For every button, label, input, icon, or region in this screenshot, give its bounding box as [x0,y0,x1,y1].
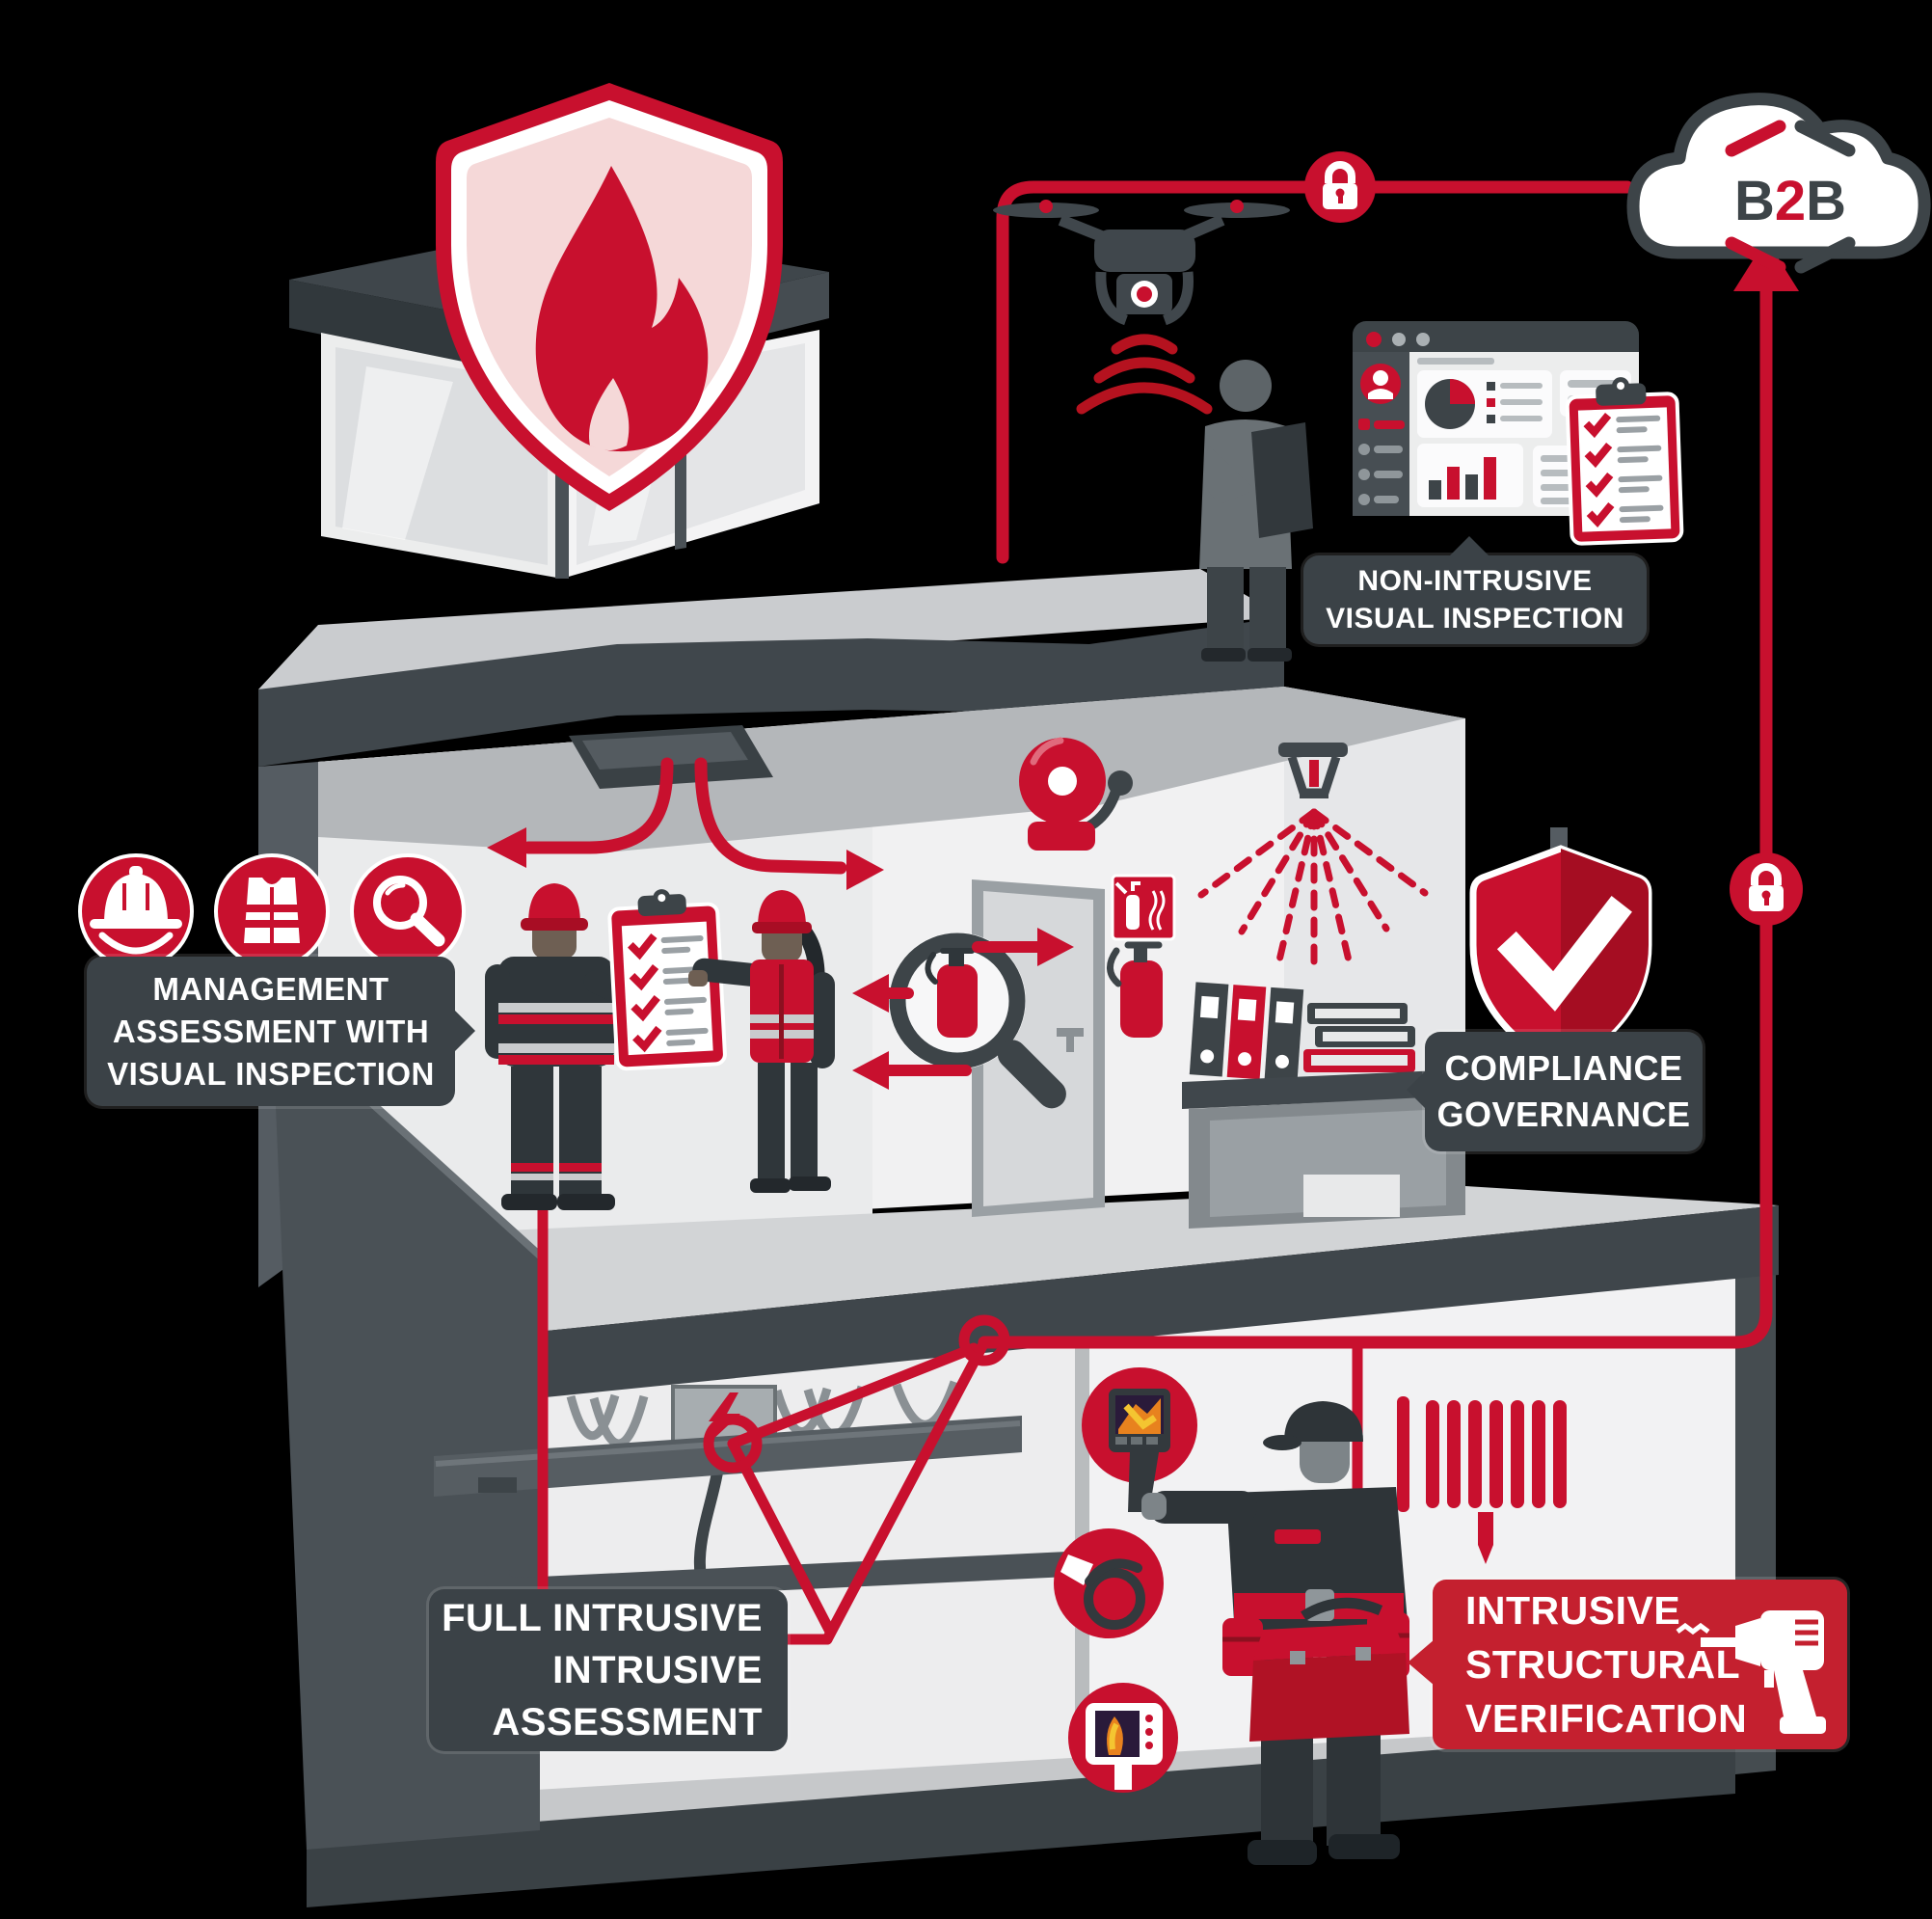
label-line: GOVERNANCE [1436,1095,1691,1134]
label-pointer-left [1407,1070,1426,1109]
label-line: STRUCTURAL [1465,1642,1741,1687]
inspector-with-tablet [1199,360,1313,662]
right-arrowhead [1037,928,1074,966]
report-clipboard-icon [1565,377,1684,546]
vest-worker [688,890,835,1193]
b2b-cloud: B2B [1626,93,1931,274]
left-arrowhead [852,1051,889,1090]
thermal-camera-badge [1082,1367,1197,1512]
full-intrusive-assessment-label: FULL INTRUSIVE INTRUSIVE ASSESSMENT [429,1589,788,1751]
label-pointer-right [454,1010,475,1052]
compliance-shield-icon [1469,827,1652,1072]
ppe-icons [78,853,466,969]
management-assessment-label: MANAGEMENT ASSESSMENT WITH VISUAL INSPEC… [87,957,475,1106]
borescope-badge [1054,1528,1164,1638]
b2b-logo-text: B2B [1734,170,1846,232]
inspection-magnifier-icon [889,932,1066,1109]
fire-shield-icon [436,83,783,511]
label-line: VERIFICATION [1465,1696,1748,1741]
extinguisher-sign-icon [1111,874,1176,941]
right-arrowhead [846,850,884,890]
label-pointer-up [1448,536,1490,557]
book-stack [1303,1003,1415,1072]
records-desk [1182,982,1485,1229]
label-line: INTRUSIVE [1465,1588,1681,1633]
window-dot-red [1366,332,1382,347]
label-line: VISUAL INSPECTION [107,1055,435,1092]
hose-reel-icon [1397,1396,1567,1564]
lock-badge [1730,852,1803,926]
label-line: ASSESSMENT WITH [112,1013,430,1049]
inspection-drone-icon [993,200,1290,415]
wall-extinguisher-icon [1107,941,1163,1038]
inspection-node [703,1414,763,1473]
label-line: ASSESSMENT [492,1701,763,1743]
label-line: MANAGEMENT [152,970,389,1007]
door-handle [1057,1028,1084,1037]
alarm-bell-icon [1019,737,1133,851]
dashboard-window [1353,321,1639,516]
sprinkler-icon [1197,743,1429,978]
signal-waves-icon [1076,334,1213,415]
thermal-monitor-badge [1068,1683,1178,1793]
label-line: COMPLIANCE [1444,1048,1683,1088]
label-line: VISUAL INSPECTION [1326,603,1624,635]
toolbox-icon [1249,1597,1409,1742]
spray-lines [1197,808,1429,978]
checklist-clipboard-icon [607,889,727,1071]
magnifier-icon [350,853,466,969]
lock-badge [1304,151,1376,223]
flame-icon [535,166,709,452]
drill-icon [1676,1610,1826,1734]
b2b-hex-accents [1725,120,1856,274]
left-arrowhead [487,827,526,868]
label-line: INTRUSIVE [552,1649,763,1691]
label-line: NON-INTRUSIVE [1357,565,1593,597]
label-line: FULL INTRUSIVE [442,1597,763,1639]
hatch-arrows [522,757,847,875]
compliance-governance-label: COMPLIANCE GOVERNANCE [1407,1032,1703,1151]
intrusive-structural-verification-label: INTRUSIVE STRUCTURAL VERIFICATION [1408,1580,1847,1749]
left-arrowhead [852,974,889,1013]
non-intrusive-inspection-label: NON-INTRUSIVE VISUAL INSPECTION [1303,536,1647,644]
label-pointer-left [1408,1639,1435,1686]
inspection-node [958,1314,1010,1366]
name-patch [1275,1529,1321,1544]
